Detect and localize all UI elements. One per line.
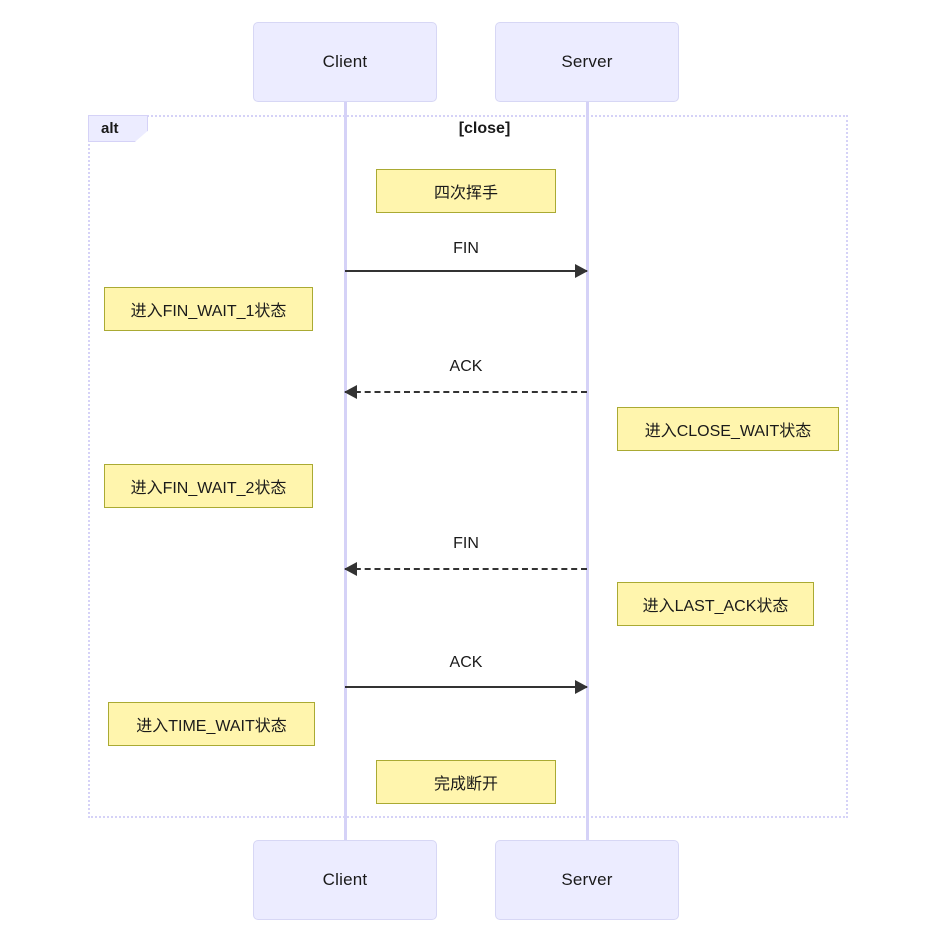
arrowhead-left-icon bbox=[344, 562, 357, 576]
note-time-wait-text: 进入TIME_WAIT状态 bbox=[136, 718, 287, 735]
lifeline-client bbox=[344, 102, 347, 840]
note-fin-wait-1[interactable]: 进入FIN_WAIT_1状态 bbox=[104, 287, 313, 331]
note-time-wait[interactable]: 进入TIME_WAIT状态 bbox=[108, 702, 315, 746]
alt-fragment-operator-tag: alt bbox=[88, 115, 148, 142]
message-ack-2-line bbox=[345, 686, 587, 688]
alt-fragment-condition-label: [close] bbox=[458, 120, 511, 137]
note-disconnected[interactable]: 完成断开 bbox=[376, 760, 556, 804]
message-fin-2-line bbox=[345, 568, 587, 570]
note-close-wait-text: 进入CLOSE_WAIT状态 bbox=[644, 423, 812, 440]
note-last-ack[interactable]: 进入LAST_ACK状态 bbox=[617, 582, 814, 626]
message-ack-1-line bbox=[345, 391, 587, 393]
message-fin-2[interactable] bbox=[344, 562, 587, 576]
lifeline-server bbox=[586, 102, 589, 840]
message-ack-2[interactable] bbox=[345, 680, 588, 694]
message-fin-2-label: FIN bbox=[453, 535, 479, 552]
alt-fragment-condition: [close] bbox=[0, 120, 927, 138]
participant-server-bottom-label: Server bbox=[561, 870, 613, 889]
message-ack-1-label: ACK bbox=[449, 358, 483, 375]
arrowhead-left-icon bbox=[344, 385, 357, 399]
note-disconnected-text: 完成断开 bbox=[433, 776, 498, 793]
message-fin-1-label: FIN bbox=[453, 240, 479, 257]
arrowhead-right-icon bbox=[575, 680, 588, 694]
participant-server-top-label: Server bbox=[561, 52, 613, 71]
note-last-ack-text: 进入LAST_ACK状态 bbox=[642, 598, 789, 615]
note-fin-wait-2-text: 进入FIN_WAIT_2状态 bbox=[130, 480, 287, 497]
message-ack-2-label: ACK bbox=[449, 654, 483, 671]
note-fin-wait-1-text: 进入FIN_WAIT_1状态 bbox=[130, 303, 287, 320]
participant-client-top[interactable]: Client bbox=[253, 22, 437, 102]
note-four-way-handshake[interactable]: 四次挥手 bbox=[376, 169, 556, 213]
participant-client-top-label: Client bbox=[322, 52, 368, 71]
message-fin-1[interactable] bbox=[345, 264, 588, 278]
participant-server-bottom[interactable]: Server bbox=[495, 840, 679, 920]
note-fin-wait-2[interactable]: 进入FIN_WAIT_2状态 bbox=[104, 464, 313, 508]
message-ack-1[interactable] bbox=[344, 385, 587, 399]
message-fin-1-line bbox=[345, 270, 587, 272]
participant-server-top[interactable]: Server bbox=[495, 22, 679, 102]
note-four-way-handshake-text: 四次挥手 bbox=[433, 185, 498, 202]
alt-fragment-frame bbox=[88, 115, 848, 818]
note-close-wait[interactable]: 进入CLOSE_WAIT状态 bbox=[617, 407, 839, 451]
participant-client-bottom[interactable]: Client bbox=[253, 840, 437, 920]
alt-fragment-operator-label: alt bbox=[101, 120, 119, 137]
arrowhead-right-icon bbox=[575, 264, 588, 278]
participant-client-bottom-label: Client bbox=[322, 870, 368, 889]
